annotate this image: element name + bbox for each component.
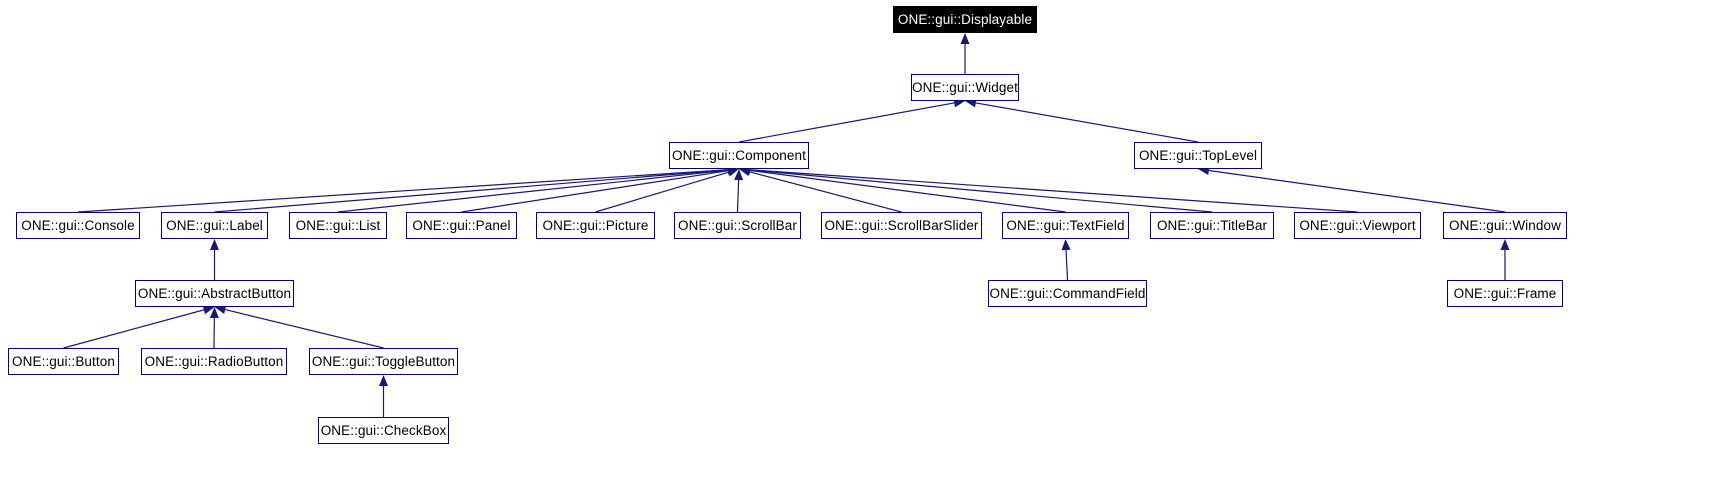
class-node-label: ONE::gui::Picture (542, 217, 649, 233)
inheritance-edge-list-to-component (337, 165, 739, 213)
class-node-label: ONE::gui::Button (12, 353, 115, 369)
class-node-titlebar[interactable]: ONE::gui::TitleBar (1150, 212, 1274, 239)
inheritance-edge-textfield-to-component (739, 165, 1066, 213)
class-node-frame[interactable]: ONE::gui::Frame (1447, 280, 1563, 307)
class-node-widget[interactable]: ONE::gui::Widget (911, 74, 1019, 101)
class-node-togglebutton[interactable]: ONE::gui::ToggleButton (309, 348, 458, 375)
inheritance-edge-togglebutton-to-abstractbutton (214, 305, 384, 349)
class-node-toplevel[interactable]: ONE::gui::TopLevel (1134, 142, 1262, 169)
class-node-picture[interactable]: ONE::gui::Picture (536, 212, 655, 239)
inheritance-edge-picture-to-component (595, 167, 739, 213)
class-node-label: ONE::gui::TitleBar (1156, 217, 1268, 233)
class-node-panel[interactable]: ONE::gui::Panel (406, 212, 517, 239)
inheritance-edge-label-to-component (214, 165, 739, 213)
class-node-label: ONE::gui::Window (1449, 217, 1561, 233)
class-node-label: ONE::gui::ToggleButton (311, 353, 456, 369)
inheritance-edge-scrollbarslider-to-component (739, 167, 902, 213)
inheritance-edge-button-to-abstractbutton (63, 305, 215, 349)
inheritance-edge-abstractbutton-to-label (210, 239, 219, 280)
class-node-label: ONE::gui::TextField (1006, 217, 1125, 233)
inheritance-edge-radiobutton-to-abstractbutton (209, 307, 219, 349)
inheritance-edge-viewport-to-component (739, 165, 1358, 213)
class-node-commandfield[interactable]: ONE::gui::CommandField (988, 280, 1147, 307)
class-node-label: ONE::gui::CommandField (989, 285, 1146, 301)
class-node-label: ONE::gui::TopLevel (1138, 147, 1258, 163)
class-node-list[interactable]: ONE::gui::List (289, 212, 387, 239)
class-node-scrollbarslider[interactable]: ONE::gui::ScrollBarSlider (821, 212, 982, 239)
class-node-checkbox[interactable]: ONE::gui::CheckBox (318, 417, 449, 444)
class-node-label: ONE::gui::Panel (412, 217, 511, 233)
class-node-label: ONE::gui::List (295, 217, 381, 233)
inheritance-arrowhead (734, 169, 744, 181)
inheritance-edge-component-to-widget (738, 98, 965, 143)
class-node-viewport[interactable]: ONE::gui::Viewport (1294, 212, 1421, 239)
inheritance-edge-scrollbar-to-component (734, 169, 744, 213)
inheritance-arrowhead (209, 307, 219, 319)
class-node-component[interactable]: ONE::gui::Component (669, 142, 809, 169)
class-node-label: ONE::gui::CheckBox (320, 422, 447, 438)
inheritance-arrowhead (379, 375, 388, 386)
class-node-button[interactable]: ONE::gui::Button (8, 348, 119, 375)
class-node-label: ONE::gui::ScrollBarSlider (824, 217, 979, 233)
class-node-label: ONE::gui::RadioButton (144, 353, 284, 369)
inheritance-arrowhead (1500, 239, 1510, 250)
class-node-label: ONE::gui::Frame (1453, 285, 1557, 301)
inheritance-edge-commandfield-to-textfield (1061, 239, 1071, 281)
inheritance-edge-checkbox-to-togglebutton (379, 375, 388, 417)
class-node-displayable[interactable]: ONE::gui::Displayable (893, 6, 1037, 33)
class-node-label: ONE::gui::Widget (912, 79, 1018, 95)
class-node-console[interactable]: ONE::gui::Console (16, 212, 140, 239)
inheritance-edge-widget-to-displayable (960, 33, 970, 74)
inheritance-edge-frame-to-window (1500, 239, 1510, 280)
class-node-window[interactable]: ONE::gui::Window (1443, 212, 1567, 239)
class-node-label: ONE::gui::Viewport (1299, 217, 1416, 233)
class-node-label: ONE::gui::AbstractButton (137, 285, 292, 301)
class-node-abstractbutton[interactable]: ONE::gui::AbstractButton (135, 280, 294, 307)
inheritance-edge-panel-to-component (461, 166, 739, 213)
inheritance-arrowhead (960, 33, 970, 44)
class-node-label: ONE::gui::Displayable (897, 11, 1033, 27)
class-node-label[interactable]: ONE::gui::Label (161, 212, 268, 239)
class-node-label: ONE::gui::ScrollBar (678, 217, 797, 233)
class-node-label: ONE::gui::Label (166, 217, 263, 233)
inheritance-arrowhead (727, 167, 739, 177)
class-node-radiobutton[interactable]: ONE::gui::RadioButton (141, 348, 287, 375)
class-node-label: ONE::gui::Component (672, 147, 806, 163)
inheritance-edge-console-to-component (77, 165, 739, 213)
class-node-label: ONE::gui::Console (21, 217, 135, 233)
inheritance-arrowhead (1061, 239, 1071, 251)
class-node-textfield[interactable]: ONE::gui::TextField (1002, 212, 1129, 239)
inheritance-edge-titlebar-to-component (739, 165, 1213, 213)
inheritance-arrowhead (210, 239, 219, 250)
inheritance-edge-window-to-toplevel (1198, 166, 1506, 213)
class-node-scrollbar[interactable]: ONE::gui::ScrollBar (674, 212, 801, 239)
inheritance-edge-toplevel-to-widget (965, 98, 1199, 143)
